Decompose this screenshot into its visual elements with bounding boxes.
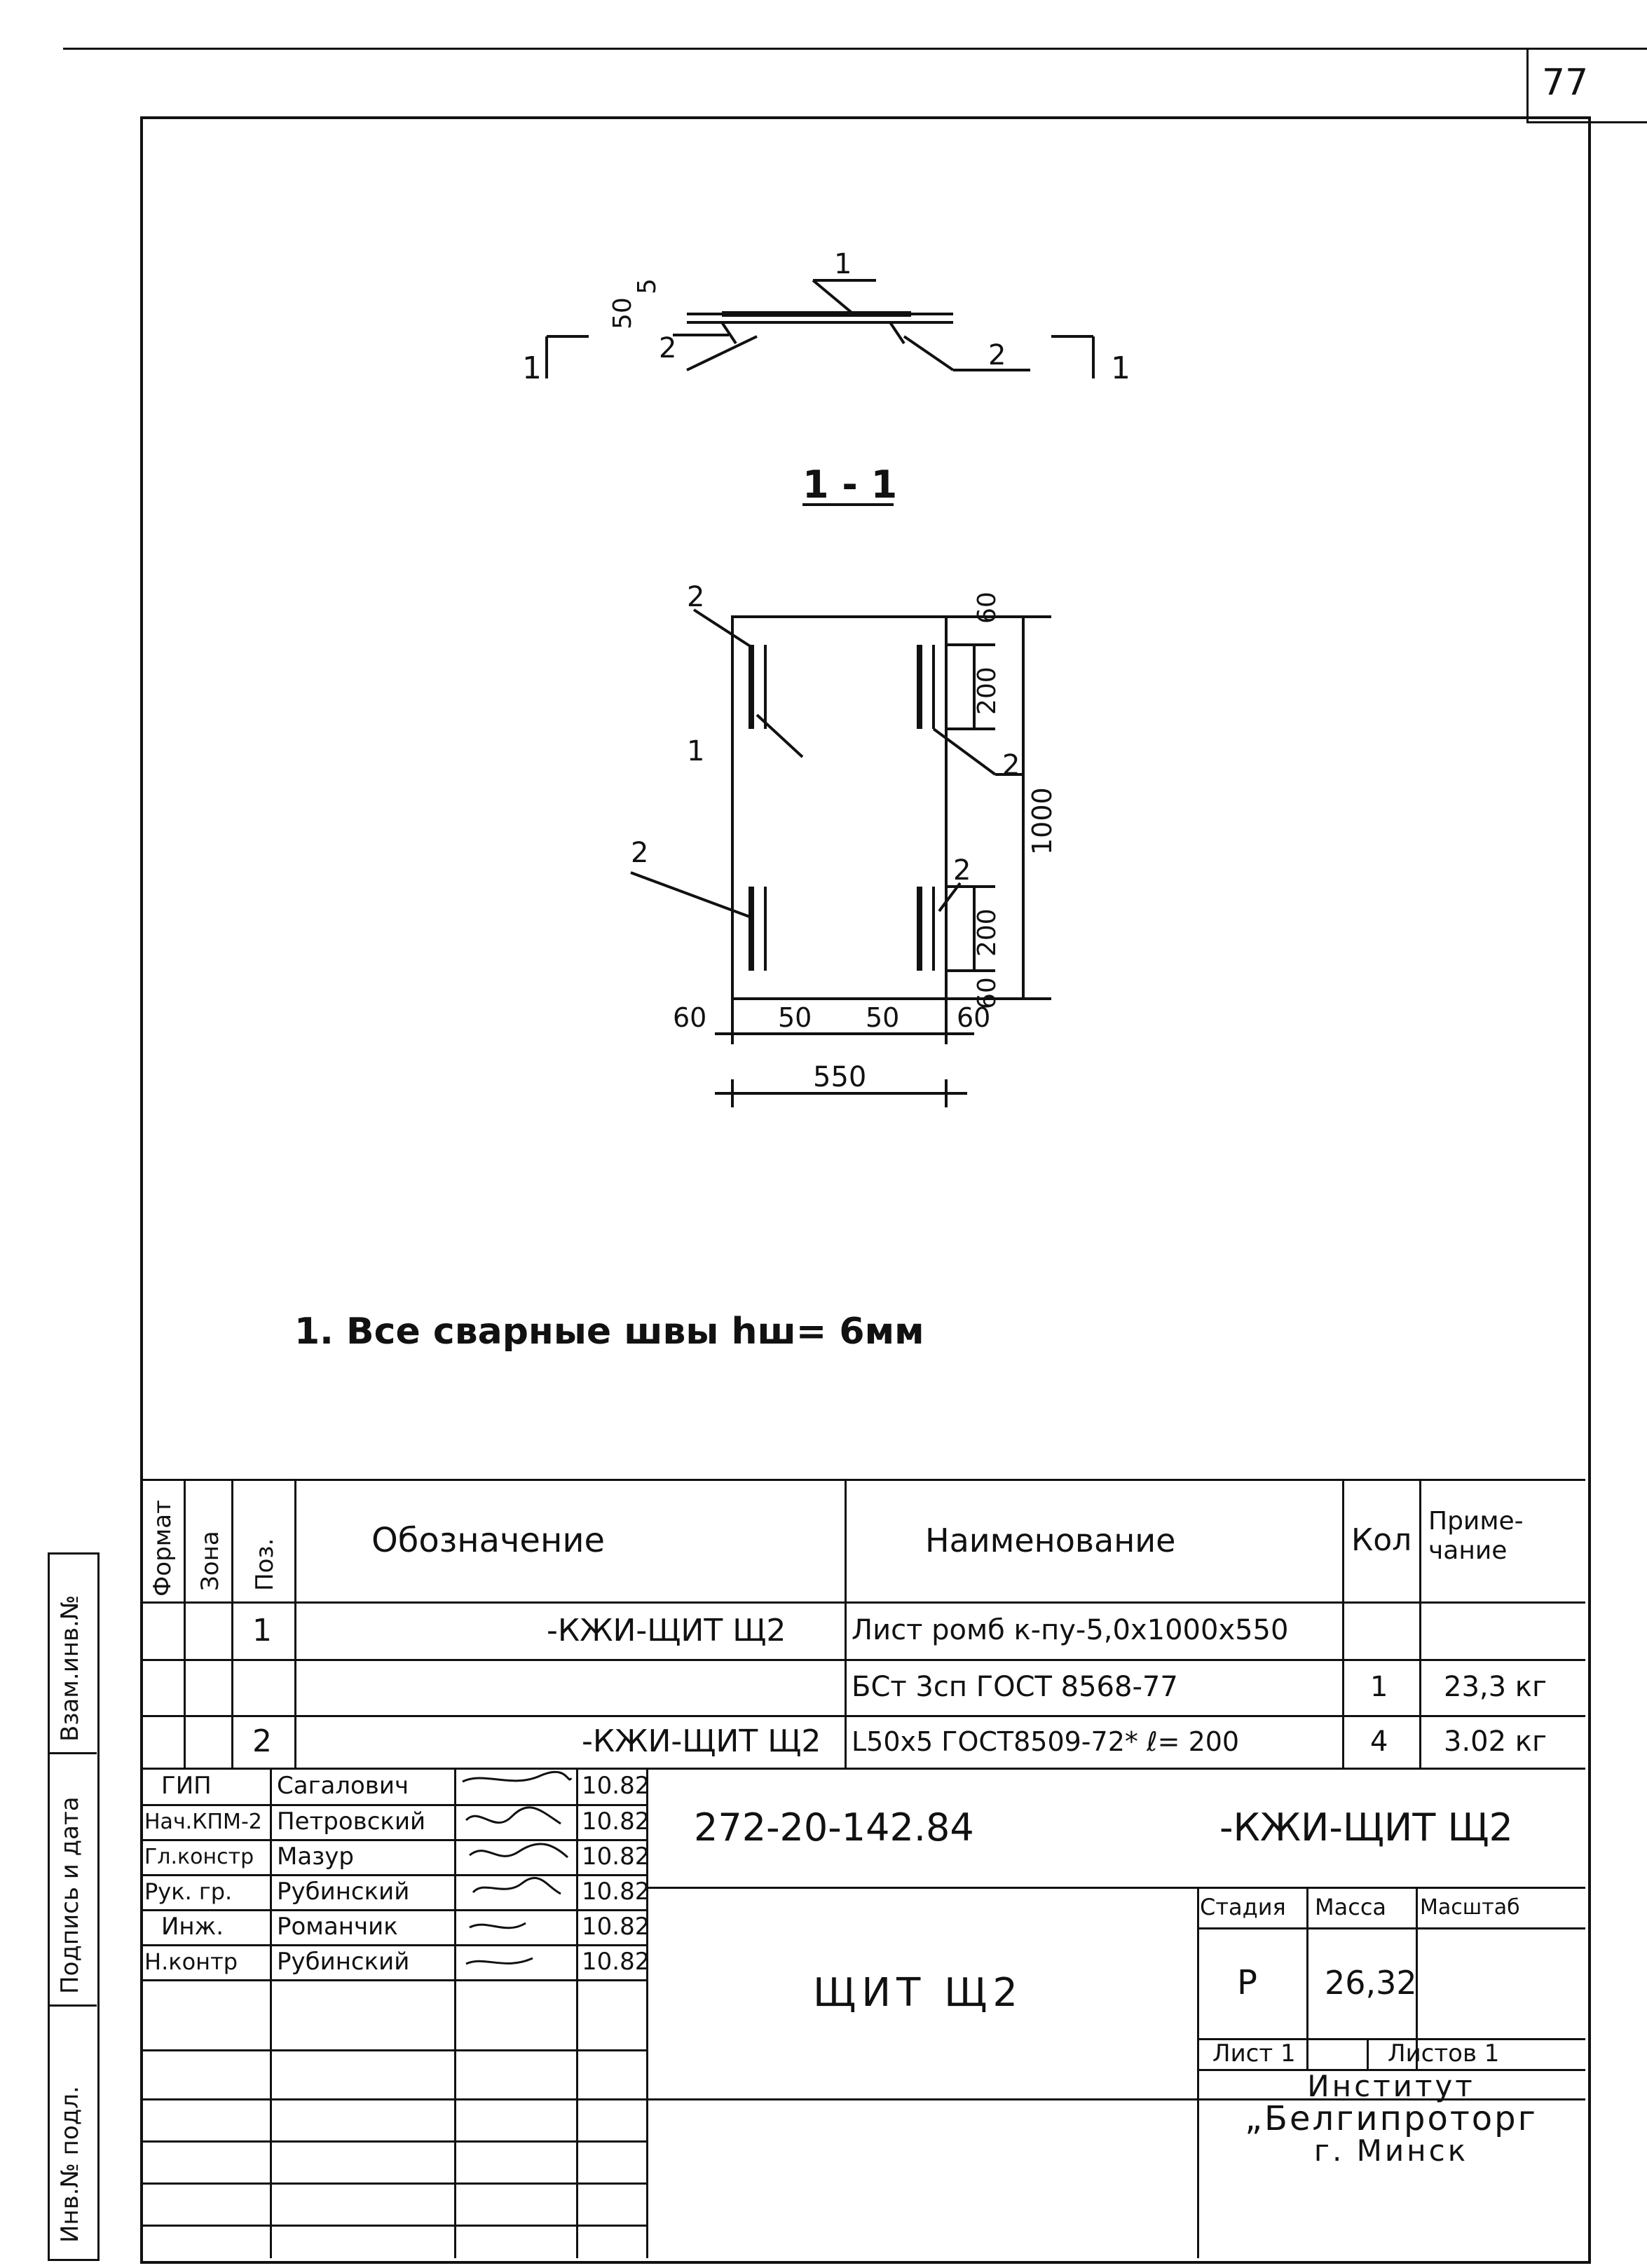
- plan-callout-2-d: 2: [953, 854, 971, 887]
- side-stamp-signature: Подпись и дата: [56, 1796, 84, 1994]
- sheet-title: ЩИТ Щ2: [813, 1969, 1024, 2016]
- drawing-frame: [140, 116, 1591, 2264]
- row1-name: Лист ромб к-пу-5,0x1000x550: [852, 1614, 1289, 1646]
- col-qty: Кол: [1351, 1522, 1412, 1558]
- role-inzh: Инж.: [161, 1913, 224, 1941]
- dim-width-550: 550: [813, 1061, 866, 1093]
- role-glkonstr: Гл.констр: [144, 1844, 254, 1869]
- row1-pos: 1: [252, 1612, 272, 1648]
- dim-gap-50-left: 50: [778, 1002, 812, 1033]
- page-number-box-bottom: [1526, 121, 1647, 123]
- role-nkontr: Н.контр: [144, 1948, 238, 1975]
- dim-block-200-top: 200: [973, 667, 1002, 715]
- section-label: 1 - 1: [802, 463, 897, 507]
- row3-designation: -КЖИ-ЩИТ Щ2: [582, 1723, 821, 1759]
- row2-qty: 1: [1370, 1671, 1388, 1703]
- section-callout-2-left: 2: [659, 332, 676, 364]
- dim-height-1000: 1000: [1027, 787, 1058, 855]
- page-number: 77: [1542, 62, 1589, 104]
- cut-mark-right: 1: [1111, 350, 1130, 386]
- stage-label: Стадия: [1200, 1894, 1286, 1920]
- sheet-number: Лист 1: [1212, 2040, 1296, 2068]
- institute: Институт „Белгипроторг г. Минск: [1197, 2070, 1585, 2167]
- date-nkontr: 10.82: [582, 1948, 650, 1976]
- dim-5: 5: [633, 278, 662, 294]
- plan-view: [630, 608, 1051, 1107]
- drawing: 1 2 2 1 1 5 50 1 - 1: [522, 248, 1130, 1107]
- plan-callout-2-a: 2: [687, 581, 704, 613]
- role-rukgr: Рук. гр.: [144, 1878, 233, 1905]
- date-glkonstr: 10.82: [582, 1843, 650, 1871]
- role-nach: Нач.КПМ-2: [144, 1809, 262, 1834]
- plan-callout-2-b: 2: [1002, 749, 1020, 781]
- dim-50: 50: [608, 297, 637, 329]
- row1-designation: -КЖИ-ЩИТ Щ2: [547, 1612, 786, 1648]
- page-number-box-left: [1526, 48, 1529, 123]
- name-nkontr: Рубинский: [277, 1948, 410, 1976]
- top-rule: [63, 48, 1647, 50]
- dim-gap-50-right: 50: [866, 1002, 899, 1033]
- dim-top-60: 60: [973, 592, 1002, 624]
- side-stamp-replace: Взам.инв.№: [56, 1594, 84, 1742]
- doc-code: -КЖИ-ЩИТ Щ2: [1219, 1805, 1513, 1850]
- signatures: [462, 1770, 573, 1965]
- row3-note: 3.02 кг: [1444, 1725, 1547, 1758]
- general-note: 1. Все сварные швы hш= 6мм: [294, 1311, 924, 1353]
- col-format: Формат: [149, 1500, 177, 1597]
- col-name: Наименование: [925, 1521, 1176, 1559]
- dim-side-60-left: 60: [673, 1002, 706, 1033]
- row2-note: 23,3 кг: [1444, 1671, 1547, 1703]
- institute-line-2: „Белгипроторг: [1245, 2099, 1538, 2138]
- dim-side-60-right: 60: [957, 1002, 990, 1033]
- name-glkonstr: Мазур: [277, 1843, 354, 1871]
- dim-bottom-60: 60: [973, 977, 1002, 1009]
- col-zone: Зона: [196, 1531, 224, 1591]
- section-callout-2-right: 2: [988, 339, 1006, 371]
- role-gip: ГИП: [161, 1772, 212, 1800]
- date-nach: 10.82: [582, 1808, 650, 1836]
- title-block: ГИП Сагалович 10.82 Нач.КПМ-2 Петровский…: [140, 1768, 1585, 2258]
- row3-pos: 2: [252, 1723, 272, 1759]
- doc-number: 272-20-142.84: [694, 1805, 974, 1850]
- col-note: Приме- чание: [1428, 1507, 1524, 1565]
- row3-qty: 4: [1370, 1725, 1388, 1758]
- name-gip: Сагалович: [277, 1772, 409, 1800]
- sheets-total: Листов 1: [1388, 2040, 1500, 2068]
- row3-name: L50x5 ГОСТ8509-72* ℓ= 200: [852, 1726, 1240, 1757]
- dim-block-200-bottom: 200: [973, 908, 1002, 957]
- name-inzh: Романчик: [277, 1913, 398, 1941]
- section-view: [545, 279, 1095, 378]
- side-stamp-inventory: Инв.№ подл.: [56, 2086, 84, 2243]
- date-inzh: 10.82: [582, 1913, 650, 1941]
- institute-line-1: Институт: [1307, 2069, 1475, 2103]
- row2-name: БСт 3сп ГОСТ 8568-77: [852, 1671, 1178, 1703]
- col-designation: Обозначение: [371, 1520, 606, 1560]
- institute-line-3: г. Минск: [1313, 2133, 1469, 2168]
- mass-label: Масса: [1315, 1894, 1387, 1920]
- date-rukgr: 10.82: [582, 1878, 650, 1906]
- side-stamp-strip: [48, 1552, 100, 2261]
- scale-label: Масштаб: [1420, 1894, 1520, 1920]
- name-nach: Петровский: [277, 1808, 426, 1836]
- plan-callout-2-c: 2: [631, 837, 648, 869]
- cut-mark-left: 1: [522, 350, 542, 386]
- section-callout-1: 1: [834, 248, 852, 280]
- name-rukgr: Рубинский: [277, 1878, 410, 1906]
- plan-callout-1: 1: [687, 735, 704, 767]
- mass-value: 26,32: [1325, 1964, 1417, 2002]
- stage-value: Р: [1237, 1963, 1257, 2002]
- date-gip: 10.82: [582, 1772, 650, 1800]
- spec-table: Формат Зона Поз. Обозначение Наименовани…: [140, 1479, 1585, 1770]
- col-pos: Поз.: [251, 1538, 279, 1591]
